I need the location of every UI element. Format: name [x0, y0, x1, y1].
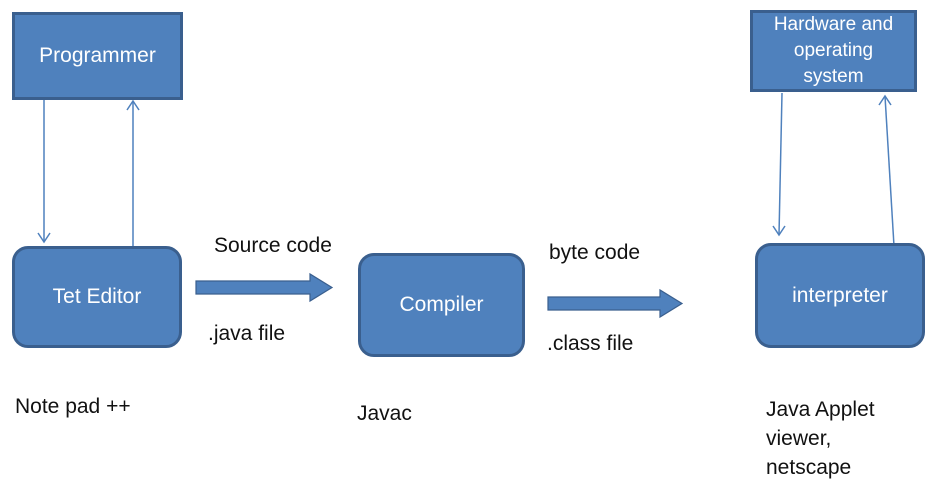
interpreter-box: interpreter: [755, 243, 925, 348]
interpreter-box-label: interpreter: [792, 283, 888, 307]
arrow-interpreter-to-hardware: [878, 94, 895, 247]
text-editor-box-label: Tet Editor: [52, 285, 142, 308]
arrow-editor-to-programmer: [126, 99, 140, 247]
byte-code-block-arrow: [547, 288, 684, 319]
compiler-box: Compiler: [358, 253, 525, 357]
java-file-label: .java file: [208, 322, 286, 345]
source-code-block-arrow: [195, 272, 334, 303]
arrowhead-down-icon: [37, 232, 51, 244]
arrow-programmer-to-editor: [37, 100, 51, 244]
arrowhead-up-icon: [126, 99, 140, 111]
compiler-box-label: Compiler: [399, 293, 484, 316]
arrowhead-up-icon: [878, 94, 892, 106]
arrowhead-down-icon: [772, 225, 786, 237]
hardware-os-box-label: Hardware and operating system: [773, 14, 894, 87]
javac-label: Javac: [357, 402, 412, 425]
programmer-box-label: Programmer: [39, 44, 156, 67]
arrow-hardware-to-interpreter: [772, 92, 786, 237]
notepad-label: Note pad ++: [15, 395, 131, 418]
hardware-os-box: Hardware and operating system: [750, 10, 917, 92]
applet-viewer-label: Java Applet viewer, netscape: [766, 398, 875, 479]
byte-code-label: byte code: [549, 241, 641, 264]
source-code-label: Source code: [214, 234, 332, 257]
programmer-box: Programmer: [12, 12, 183, 100]
class-file-label: .class file: [547, 332, 634, 355]
text-editor-box: Tet Editor: [12, 246, 182, 348]
